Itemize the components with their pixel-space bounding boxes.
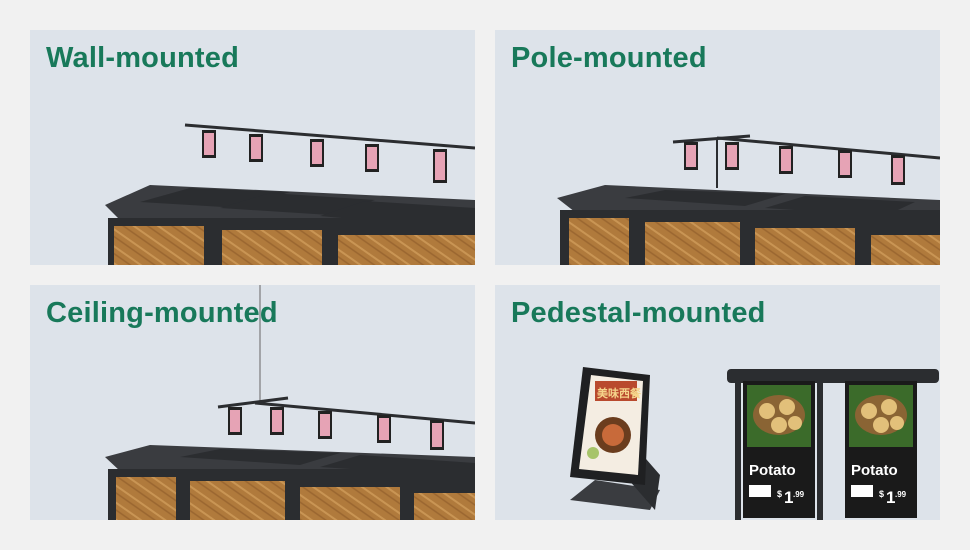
pedestal-tablet-stand-icon: 美味西餐 [570,367,660,510]
pedestal-mounted-panel: 美味西餐 Potato $ 1 .99 [495,285,940,520]
wall-rail [184,123,475,150]
panel-title: Pedestal-mounted [511,297,766,329]
pole-mounted-illustration [557,134,940,265]
panel-title: Pole-mounted [511,42,707,74]
price-main: 1 [886,488,895,507]
ceiling-rail [254,401,475,425]
price-main: 1 [784,488,793,507]
wall-mounted-illustration [105,123,475,265]
price-currency: $ [879,489,884,499]
panel-title: Ceiling-mounted [46,297,278,329]
ceiling-mounted-illustration [105,285,475,520]
product-name: Potato [749,462,796,479]
pole-rail [716,136,940,160]
price-cents: .99 [793,490,805,499]
wood-panel [569,218,629,265]
panel-title: Wall-mounted [46,42,240,74]
ceiling-mounted-panel: Ceiling-mounted [30,285,475,520]
dual-pole-display-icon: Potato $ 1 .99 Potato $ 1 .99 [727,369,939,520]
wood-panel [114,226,204,265]
wall-mounted-panel: Wall-mounted [30,30,475,265]
pedestal-mounted-illustration: 美味西餐 Potato $ 1 .99 [570,367,939,520]
tablet-heading: 美味西餐 [597,386,642,400]
price-currency: $ [777,489,782,499]
wood-panel [116,477,176,520]
price-cents: .99 [895,490,907,499]
shelf-labels [228,407,444,450]
shelf-labels [202,130,447,183]
product-name: Potato [851,462,898,479]
pole-mounted-panel: Pole-mounted [495,30,940,265]
shelf-labels [684,142,905,185]
